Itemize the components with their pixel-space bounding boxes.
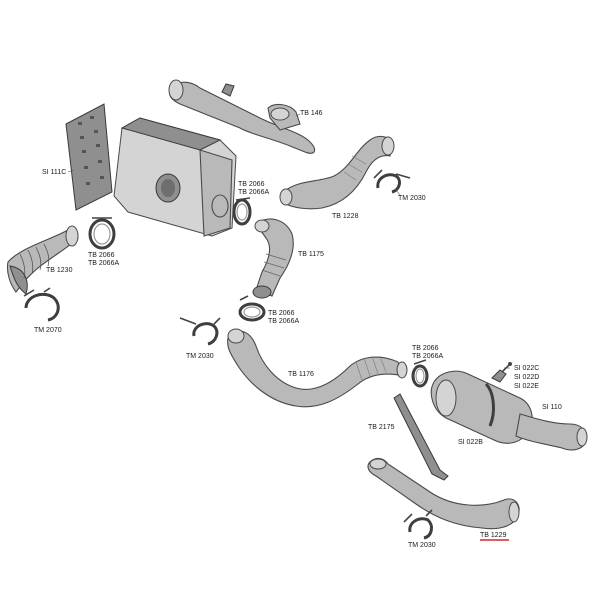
label-tb2066-b: TB 2066	[238, 181, 265, 188]
flex-pipe-tb1230[interactable]	[6, 225, 79, 295]
label-tb2066a-b: TB 2066A	[238, 189, 269, 196]
label-si022b: SI 022B	[458, 439, 483, 446]
pipe-tb1229[interactable]	[367, 457, 520, 530]
clamp-tm2070[interactable]	[23, 287, 60, 322]
label-tm2070: TM 2070	[34, 327, 62, 334]
label-tb1230: TB 1230	[46, 267, 73, 274]
muffler-main[interactable]	[113, 117, 237, 237]
pipe-tb1176[interactable]	[227, 328, 408, 408]
pipe-tb1228[interactable]	[279, 135, 395, 210]
clamp-tm2030-a[interactable]	[373, 169, 411, 194]
bolt-si022c[interactable]	[501, 362, 512, 373]
label-si022e: SI 022E	[514, 383, 539, 390]
label-tb146: TB 146	[300, 110, 323, 117]
clamp-tb2066-c[interactable]	[238, 295, 266, 322]
clamp-tb2066-a[interactable]	[88, 217, 116, 250]
pipe-tb146[interactable]	[168, 79, 316, 154]
bracket-tb2175[interactable]	[393, 393, 449, 481]
labels: TB 146 SI 111C TB 2066 TB 2066A TB 1228 …	[34, 110, 562, 549]
label-tb2175: TB 2175	[368, 424, 395, 431]
mounting-plate-si111c[interactable]	[65, 103, 113, 211]
clamp-tb2066-d[interactable]	[411, 359, 429, 388]
label-tb1229: TB 1229	[480, 532, 507, 539]
label-si022d: SI 022D	[514, 374, 539, 381]
clamp-tm2030-c[interactable]	[403, 509, 433, 540]
label-tb2066-d: TB 2066	[412, 345, 439, 352]
label-tm2030-a: TM 2030	[398, 195, 426, 202]
label-si022c: SI 022C	[514, 365, 539, 372]
label-si111c: SI 111C	[42, 169, 66, 176]
label-si110: SI 110	[542, 404, 562, 411]
label-tb2066a-d: TB 2066A	[412, 353, 443, 360]
muffler-rear-si110[interactable]	[430, 369, 588, 451]
label-tb2066-a: TB 2066	[88, 252, 115, 259]
leader-lines	[67, 113, 510, 369]
flex-pipe-tb1175[interactable]	[252, 218, 294, 299]
label-tm2030-b: TM 2030	[186, 353, 214, 360]
label-tb2066-c: TB 2066	[268, 310, 295, 317]
label-tb1176: TB 1176	[288, 371, 314, 378]
clamp-tm2030-b[interactable]	[179, 317, 221, 346]
label-tb1175: TB 1175	[298, 251, 324, 258]
label-tm2030-c: TM 2030	[408, 542, 436, 549]
clamp-tb2066-b[interactable]	[232, 197, 252, 226]
label-tb2066a-c: TB 2066A	[268, 318, 299, 325]
label-tb1228: TB 1228	[332, 213, 359, 220]
label-tb2066a-a: TB 2066A	[88, 260, 119, 267]
